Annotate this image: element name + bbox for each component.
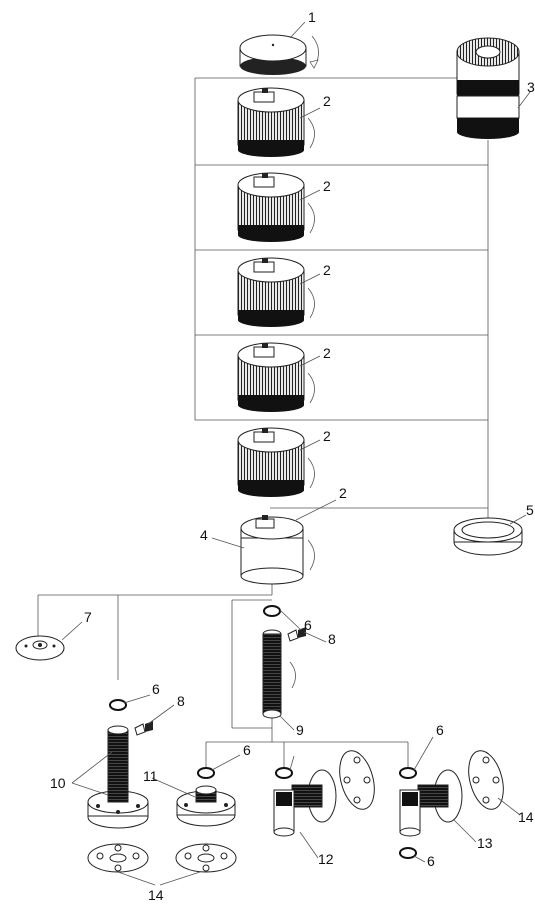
clip-part bbox=[287, 627, 306, 642]
stub-base-part bbox=[176, 785, 236, 827]
callout-4: 4 bbox=[200, 527, 208, 543]
callout-11: 11 bbox=[143, 768, 158, 784]
cover-plate-part bbox=[175, 843, 237, 873]
callout-6: 6 bbox=[304, 617, 312, 633]
callout-2: 2 bbox=[323, 178, 331, 194]
callout-3: 3 bbox=[527, 79, 535, 95]
callout-6: 6 bbox=[436, 722, 444, 738]
cover-plate-part bbox=[468, 750, 504, 810]
extension-tube-part bbox=[262, 629, 296, 719]
connector-lines bbox=[37, 77, 489, 770]
callout-14: 14 bbox=[518, 809, 534, 825]
light-module bbox=[237, 427, 315, 497]
light-module bbox=[237, 172, 315, 242]
callout-2: 2 bbox=[323, 345, 331, 361]
callout-8: 8 bbox=[328, 631, 336, 647]
clip-part bbox=[134, 721, 153, 736]
callout-2: 2 bbox=[323, 262, 331, 278]
callout-10: 10 bbox=[50, 775, 66, 791]
top-cap-part bbox=[239, 34, 319, 75]
leader-lines bbox=[61, 21, 531, 886]
seal-ring bbox=[197, 767, 215, 779]
seal-ring bbox=[399, 847, 417, 859]
collar-ring-part bbox=[453, 517, 523, 556]
cover-plate-part bbox=[339, 750, 375, 810]
cover-plate-part bbox=[87, 843, 149, 873]
callout-13: 13 bbox=[477, 835, 493, 851]
callout-9: 9 bbox=[296, 722, 304, 738]
callout-6: 6 bbox=[152, 681, 160, 697]
tube-with-base-part bbox=[87, 725, 149, 829]
callout-2: 2 bbox=[323, 93, 331, 109]
light-module bbox=[237, 87, 315, 157]
seal-ring bbox=[109, 699, 127, 711]
callout-labels: 1 2 2 2 2 2 2 3 4 5 6 6 6 6 6 7 8 8 9 10… bbox=[50, 9, 535, 903]
light-module bbox=[237, 257, 315, 327]
callout-12: 12 bbox=[318, 851, 334, 867]
callout-6: 6 bbox=[427, 853, 435, 869]
light-module bbox=[237, 342, 315, 412]
base-element-part bbox=[240, 515, 315, 585]
callout-2: 2 bbox=[339, 485, 347, 501]
callout-6: 6 bbox=[243, 742, 251, 758]
base-plate-part bbox=[15, 635, 65, 661]
callout-2: 2 bbox=[323, 428, 331, 444]
callout-8: 8 bbox=[177, 693, 185, 709]
wall-bracket-part bbox=[273, 769, 337, 837]
callout-5: 5 bbox=[526, 502, 534, 518]
seal-ring bbox=[399, 767, 417, 779]
callout-7: 7 bbox=[84, 609, 92, 625]
buzzer-module-part bbox=[456, 37, 520, 139]
seal-ring bbox=[275, 767, 293, 779]
seal-ring bbox=[263, 605, 281, 617]
wall-bracket-part bbox=[399, 769, 463, 837]
callout-14: 14 bbox=[148, 887, 164, 903]
callout-1: 1 bbox=[308, 9, 316, 25]
